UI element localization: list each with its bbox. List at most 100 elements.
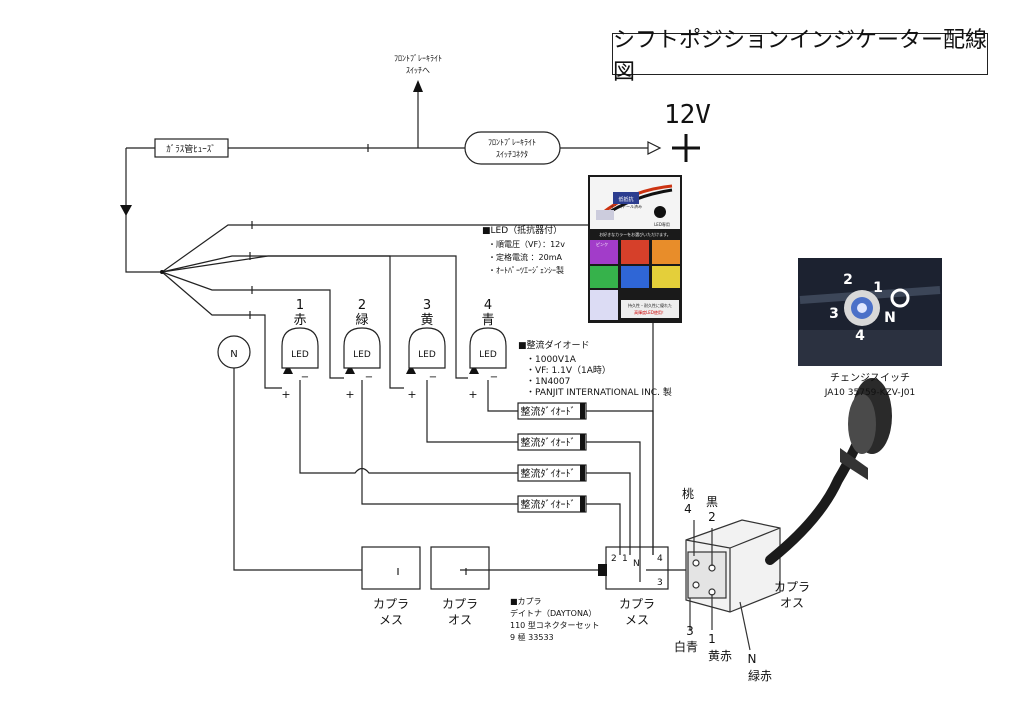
diode-4-label: 整流ﾀﾞｲｵｰﾄﾞ [521,498,576,511]
n-lamp-wire [233,368,362,571]
coupler-female2-label-2: メス [625,613,649,627]
switch-pin-black: 黒 [706,495,718,509]
led-4 [469,327,507,369]
wire-to-pin4 [161,224,654,555]
led-1-color: 赤 [293,313,306,328]
switch-coupler-label-2: オス [780,596,804,610]
change-switch-body [840,378,892,480]
switch-pin-1: 1 [708,632,716,646]
fuse-label: ｶﾞﾗｽ管ﾋｭｰｽﾞ [166,143,216,155]
diode-2 [517,433,587,451]
photo-pos-2: 2 [843,272,853,288]
coupler-info-3: 9 極 33533 [510,632,554,642]
led-1-num: 1 [296,298,304,313]
led-1-label: LED [291,350,309,360]
led-4-num: 4 [484,298,492,313]
pin-4: 4 [657,554,663,564]
led-3-color: 黄 [420,313,433,328]
diode-info-1: ・1000V1A [526,355,577,365]
led-info-2: ・定格電流 ：20mA [488,252,563,262]
switch-pin-n: N [748,652,757,666]
led-4-label: LED [479,350,497,360]
coupler-female-label-2: メス [379,613,403,627]
led-2-color: 緑 [355,313,368,328]
led-2-label: LED [353,350,371,360]
led2-to-diode4 [361,380,518,505]
fuse-box [154,138,229,158]
switch-pin-white-blue: 白青 [674,639,698,654]
brake-switch-label-2: ｽｲｯﾁへ [406,66,430,75]
coupler-male-label-1: カプラ [442,597,478,611]
switch-pin-2: 2 [708,510,716,524]
brake-switch-label-1: ﾌﾛﾝﾄﾌﾞﾚｰｷﾗｲﾄ [394,54,442,63]
coupler-info-0: ■カプラ [510,597,542,606]
photo-pos-4: 4 [855,328,865,344]
brake-connector-box [464,131,561,165]
coupler-lock [598,564,607,576]
led-2-num: 2 [358,298,366,313]
led-1-minus: − [301,372,309,383]
led-3-num: 3 [423,298,431,313]
fuse-down-wire [125,148,162,273]
coupler-info-2: 110 型コネクターセット [510,621,600,630]
card-text-1: インストール済み [610,203,642,209]
led-2-minus: − [365,372,373,383]
card-text-3: お好きなカラーをお選びいただけます。 [599,231,671,237]
card-text-2: LED専用 [654,221,670,227]
product-card [588,175,682,323]
switch-pin-yellow-red: 黄赤 [708,649,732,663]
switch-coupler-label-1: カプラ [774,580,810,594]
diode-3 [517,464,587,482]
diode4-to-pin2 [586,503,621,555]
change-switch-name: チェンジスイッチ [830,372,910,384]
brake-connector-label-1: ﾌﾛﾝﾄﾌﾞﾚｰｷﾗｲﾄ [488,138,536,147]
pin-2: 2 [611,554,617,564]
led1-to-diode3 [299,380,518,474]
photo-pos-1: 1 [873,280,883,296]
coupler-male-box [430,546,490,590]
diode-3-label: 整流ﾀﾞｲｵｰﾄﾞ [521,467,576,480]
led-3-label: LED [418,350,436,360]
led-3 [408,327,446,369]
led-3-minus: − [429,372,437,383]
coupler-male-label-2: オス [448,613,472,627]
change-switch-part: JA10 35759-KZV-J01 [824,388,915,398]
coupler-info-1: デイトナ（DAYTONA） [510,608,596,618]
diode-2-label: 整流ﾀﾞｲｵｰﾄﾞ [521,436,576,449]
led-2 [343,327,381,369]
photo-pos-3: 3 [829,306,839,322]
led-3-plus: + [407,388,416,401]
led-info-1: ・順電圧（VF）：12v [488,240,565,249]
pin-1: 1 [622,554,628,564]
wire-to-led2-a [161,271,344,379]
led-group [281,327,507,369]
led4-to-diode1 [487,380,518,412]
arrow-down [120,205,132,216]
led3-to-diode2 [426,380,518,443]
pin-3: 3 [657,578,663,588]
wire-to-led1 [161,271,282,389]
wire-to-led4 [161,255,468,379]
card-text-0: 低抵抗 [618,196,633,203]
arrow-up [413,80,423,92]
plus-sign [672,134,700,162]
switch-coupler [685,519,781,651]
led-4-minus: − [490,372,498,383]
diode-info-0: ■整流ダイオード [518,339,590,351]
diode-1-label: 整流ﾀﾞｲｵｰﾄﾞ [521,405,576,418]
coupler-female-label-1: カプラ [373,597,409,611]
card-text-4: ピンク [596,241,608,247]
switch-pin-green-red: 緑赤 [748,668,772,683]
n-lamp [217,335,251,369]
switch-photo [798,258,942,366]
coupler-female-box [361,546,421,590]
diode-info-2: ・VF: 1.1V（1A時） [526,365,611,376]
led-1 [281,327,319,369]
diode-info-3: ・1N4007 [526,377,570,387]
diode1-to-pin4 [586,410,654,555]
pin-n: N [633,559,640,569]
n-lamp-label: N [230,349,237,360]
diode2-to-pin3 [586,441,641,582]
